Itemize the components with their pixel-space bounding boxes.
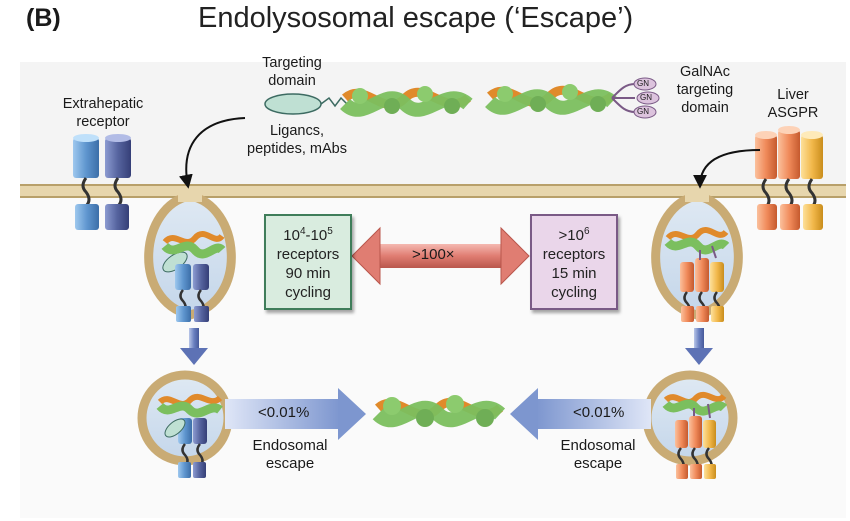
- released-sirna: [372, 395, 506, 428]
- galnac-cluster: [633, 77, 660, 119]
- page-title: Endolysosomal escape (‘Escape’): [198, 2, 634, 34]
- right-escape-label: Endosomal escape: [560, 437, 636, 472]
- panel-label: (B): [26, 4, 61, 32]
- extrahepatic-receptor-label: Extrahepatic receptor: [62, 96, 144, 130]
- left-escape-label: Endosomal escape: [252, 437, 328, 472]
- targeting-domain-label: Targeting domain: [262, 55, 322, 89]
- asgpr-receptors-label: receptors: [542, 246, 606, 263]
- right-endosome-receptor: [664, 227, 730, 322]
- right-binding-arrow: [693, 149, 761, 189]
- cycling-label: cycling: [285, 284, 331, 301]
- right-down-arrow: [685, 328, 713, 365]
- ligands-label: Ligancs, peptides, mAbs: [247, 123, 347, 157]
- right-escape-arrow: [510, 388, 651, 440]
- asgpr-cycling-time: 15 min: [551, 265, 597, 282]
- receptor-count-exp2: 5: [327, 226, 333, 237]
- extracellular-space: [20, 62, 846, 190]
- left-escape-arrow: [225, 388, 366, 440]
- comparison-double-arrow: [351, 226, 530, 286]
- cycling-time: 90 min: [285, 265, 331, 282]
- receptor-count-range: -10: [305, 227, 328, 244]
- galnac-label-2: GN: [640, 93, 652, 102]
- left-escape-percent: <0.01%: [258, 404, 310, 421]
- asgpr-cycling-label: cycling: [551, 284, 597, 301]
- left-endosome-receptor: [161, 231, 226, 322]
- asgpr-stats: >106 receptors 15 min cycling: [543, 222, 606, 302]
- plasma-membrane: [20, 184, 846, 198]
- sirna-right-top: [485, 83, 636, 115]
- asgpr-stats-box: >106 receptors 15 min cycling: [530, 214, 618, 310]
- galnac-targeting-label: GalNAc targeting domain: [676, 64, 734, 116]
- left-binding-arrow: [178, 117, 246, 189]
- galnac-label-3: GN: [637, 107, 649, 116]
- receptor-count-base: 10: [283, 227, 300, 244]
- extrahepatic-receptor-stats-box: 104-105 receptors 90 min cycling: [264, 214, 352, 310]
- sirna-left-top: [340, 86, 473, 117]
- right-escape-percent: <0.01%: [573, 404, 625, 421]
- asgpr-count-base: >10: [558, 227, 584, 244]
- extrahepatic-receptor-membrane: [73, 134, 131, 230]
- receptors-label: receptors: [276, 246, 340, 263]
- right-lower-endosome-receptor: [662, 391, 728, 479]
- liver-asgpr-membrane: [755, 126, 823, 230]
- liver-asgpr-label: Liver ASGPR: [767, 87, 819, 121]
- receptor-count-exp1: 4: [299, 226, 306, 237]
- left-lower-endosome-receptor: [156, 393, 223, 478]
- galnac-label-1: GN: [637, 79, 649, 88]
- extrahepatic-receptor-stats: 104-105 receptors 90 min cycling: [277, 222, 340, 302]
- asgpr-count-exp: 6: [583, 226, 590, 237]
- targeting-domain-ellipse: [264, 93, 348, 115]
- left-down-arrow: [180, 328, 208, 365]
- comparison-label: >100×: [412, 246, 455, 263]
